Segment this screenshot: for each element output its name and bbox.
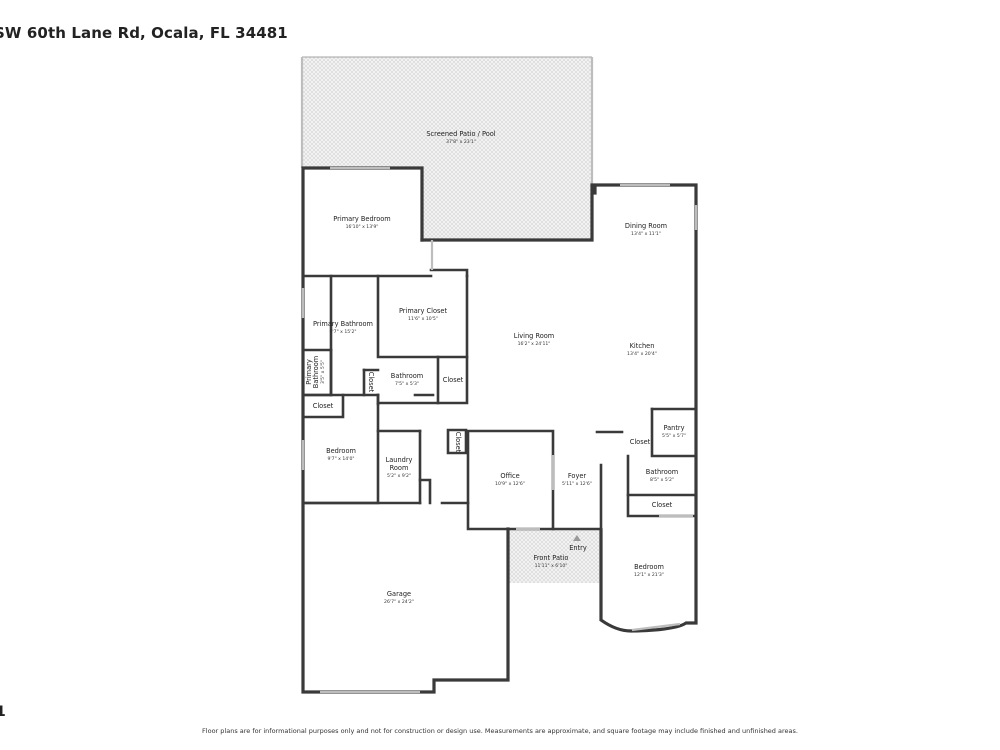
room-primary-bathroom-2-dims: 3'5" x 5'5" (320, 360, 326, 384)
room-garage-name: Garage (387, 590, 411, 598)
room-laundry-dims: 5'2" x 9'2" (387, 473, 411, 479)
room-closet-3-name: Closet (313, 402, 334, 410)
room-patio-pool-name: Screened Patio / Pool (426, 130, 495, 138)
address-title: SW 60th Lane Rd, Ocala, FL 34481 (0, 24, 288, 42)
room-kitchen-name: Kitchen (630, 342, 655, 350)
room-primary-bedroom-dims: 16'10" x 13'9" (346, 224, 379, 230)
entry-arrow-icon (573, 535, 581, 541)
floor-label: 1 (0, 704, 6, 720)
room-pantry-name: Pantry (663, 424, 684, 432)
room-closet-5-name: Closet (630, 438, 651, 446)
room-closet-2-name: Closet (443, 376, 464, 384)
room-bedroom-2-name: Bedroom (634, 563, 664, 571)
room-laundry-name-2: Room (390, 464, 409, 472)
room-living-room-name: Living Room (514, 332, 554, 340)
room-closet-6-name: Closet (652, 501, 673, 509)
room-primary-bathroom-name: Primary Bathroom (313, 320, 373, 328)
room-front-patio-dims: 11'11" x 6'10" (535, 563, 568, 569)
room-entry-name: Entry (569, 544, 587, 552)
room-dining-room-dims: 13'4" x 11'1" (631, 231, 661, 237)
room-primary-bathroom-2-name-1: Primary (305, 359, 313, 385)
room-kitchen-dims: 13'4" x 20'4" (627, 351, 657, 357)
room-bathroom-1-name: Bathroom (391, 372, 423, 380)
room-primary-bathroom-dims: 9'7" x 15'2" (329, 329, 356, 335)
room-garage-dims: 26'7" x 24'2" (384, 599, 414, 605)
room-labels: Screened Patio / Pool 37'8" x 23'1" Prim… (305, 130, 686, 605)
room-primary-bedroom-name: Primary Bedroom (333, 215, 390, 223)
room-closet-1-name: Closet (367, 372, 375, 393)
room-office-dims: 10'9" x 12'6" (495, 481, 525, 487)
windows (301, 166, 698, 694)
room-primary-closet-name: Primary Closet (399, 307, 448, 315)
interior-walls (301, 268, 698, 532)
room-pantry-dims: 5'5" x 5'7" (662, 433, 686, 439)
room-living-room-dims: 16'2" x 24'11" (518, 341, 551, 347)
room-foyer-dims: 5'11" x 12'6" (562, 481, 592, 487)
room-bedroom-2-dims: 12'1" x 21'3" (634, 572, 664, 578)
room-dining-room-name: Dining Room (625, 222, 667, 230)
room-office-name: Office (500, 472, 519, 480)
room-patio-pool-dims: 37'8" x 23'1" (446, 139, 476, 145)
disclaimer-text: Floor plans are for informational purpos… (202, 727, 798, 735)
room-primary-bathroom-2-name-2: Bathroom (312, 356, 320, 388)
front-patio-area (508, 529, 600, 583)
room-bedroom-1-dims: 9'7" x 14'0" (327, 456, 354, 462)
room-primary-closet-dims: 11'6" x 10'5" (408, 316, 438, 322)
room-bedroom-1-name: Bedroom (326, 447, 356, 455)
room-closet-4-name: Closet (454, 432, 462, 453)
room-bathroom-2-dims: 8'5" x 5'2" (650, 477, 674, 483)
room-bathroom-2-name: Bathroom (646, 468, 678, 476)
patio-pool-area (300, 56, 594, 240)
room-foyer-name: Foyer (568, 472, 587, 480)
room-front-patio-name: Front Patio (534, 554, 569, 562)
room-laundry-name-1: Laundry (386, 456, 413, 464)
room-bathroom-1-dims: 7'5" x 5'3" (395, 381, 419, 387)
